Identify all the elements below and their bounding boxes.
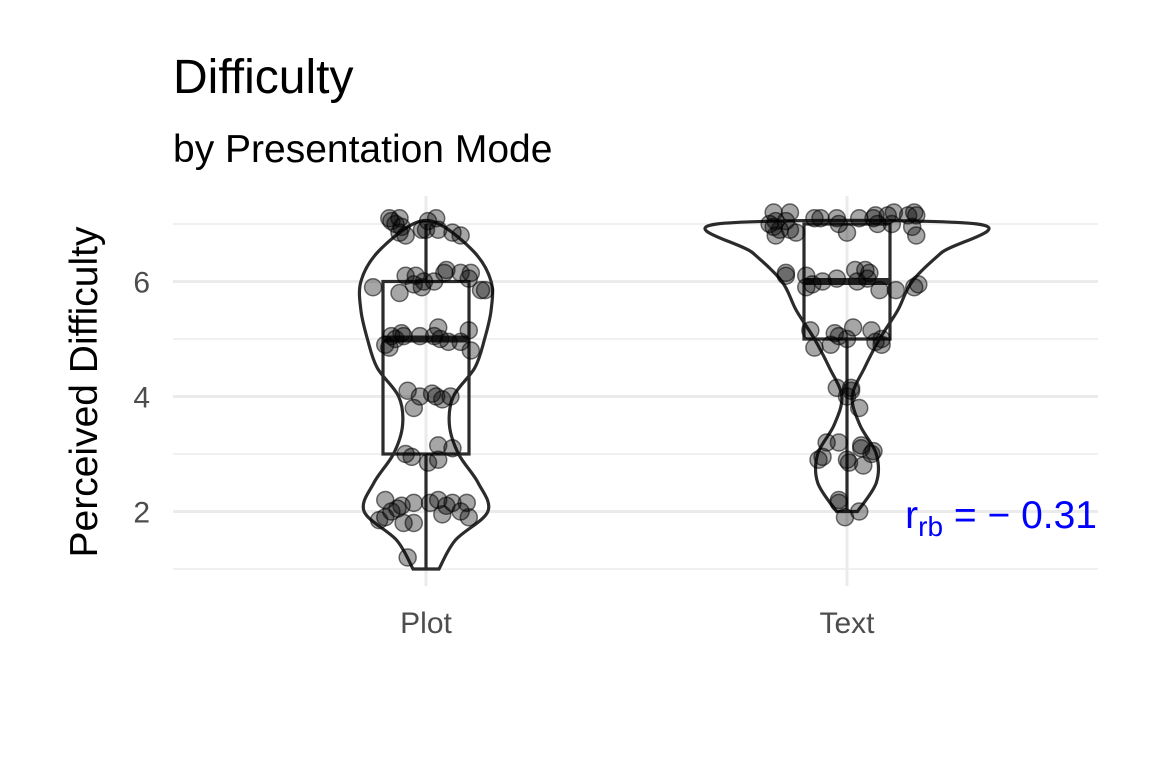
data-point [390,283,409,303]
data-point [396,266,415,285]
data-point [907,206,926,225]
data-point [866,206,885,225]
data-point [817,433,836,452]
data-point [849,398,869,418]
data-point [841,378,861,398]
data-point [396,444,415,464]
data-point [843,318,863,337]
data-point [428,450,448,469]
data-point [457,493,476,513]
data-point [811,209,830,228]
data-point [392,324,411,343]
y-tick-label: 2 [133,497,150,530]
data-point [433,505,452,524]
data-point [902,217,922,237]
data-point [424,326,444,346]
data-point [418,453,438,472]
data-point [428,436,448,455]
data-point [404,398,424,418]
data-point [839,453,859,472]
data-point [805,209,824,228]
data-point [813,272,832,291]
data-point [443,493,462,513]
violin-text [703,218,991,514]
data-point [827,269,847,288]
data-point [390,209,409,228]
data-point [776,263,796,283]
data-point [406,266,426,285]
data-point [849,209,869,228]
data-point [884,203,904,222]
data-point [856,260,875,280]
data-point [426,209,446,228]
data-point [380,209,399,228]
data-point [459,321,479,340]
data-point [404,493,424,513]
data-point [461,263,481,283]
data-point [363,278,383,297]
data-point [849,502,869,521]
data-point [797,266,816,285]
data-point [837,450,857,469]
data-point [428,318,448,337]
data-point [471,280,491,300]
annotation-value: = − 0.31 [943,494,1097,537]
data-point [437,260,456,280]
data-point [443,439,462,458]
data-point [909,275,928,294]
data-point [907,226,926,245]
data-point [435,263,454,283]
chart-title: Difficulty [173,51,354,104]
data-point [420,493,440,513]
data-point [398,548,417,567]
data-point [886,280,906,300]
data-point [443,223,462,242]
x-tick-label-text: Text [819,607,875,640]
annotation-subscript: rb [918,511,943,542]
data-point [827,209,847,228]
annotation-symbol: r [905,494,918,537]
data-point [376,490,395,510]
x-tick-labels: Plot Text [400,607,875,640]
data-point [813,447,832,467]
data-point [864,209,883,228]
data-point [904,203,924,222]
data-point [845,260,865,280]
jitter-points [363,203,928,567]
data-point [475,280,495,300]
data-point [780,203,800,222]
y-tick-labels: 2 4 6 [133,267,150,530]
data-point [764,203,783,222]
data-point [852,436,871,455]
data-point [827,378,847,398]
chart-subtitle: by Presentation Mode [173,128,552,171]
data-point [398,381,417,400]
data-point [801,321,820,340]
data-point [441,387,460,406]
y-tick-label: 6 [133,267,150,300]
data-point [410,326,430,346]
y-tick-label: 4 [133,382,150,415]
data-point [825,324,845,343]
data-point [426,387,446,406]
rank-biserial-annotation: rrb = − 0.31 [905,494,1097,542]
x-tick-label-plot: Plot [400,607,452,640]
data-point [862,321,881,340]
data-point [829,490,849,510]
data-point [805,338,824,357]
data-point [404,513,424,533]
y-axis-label: Perceived Difficulty [63,226,106,557]
data-point [882,214,902,234]
